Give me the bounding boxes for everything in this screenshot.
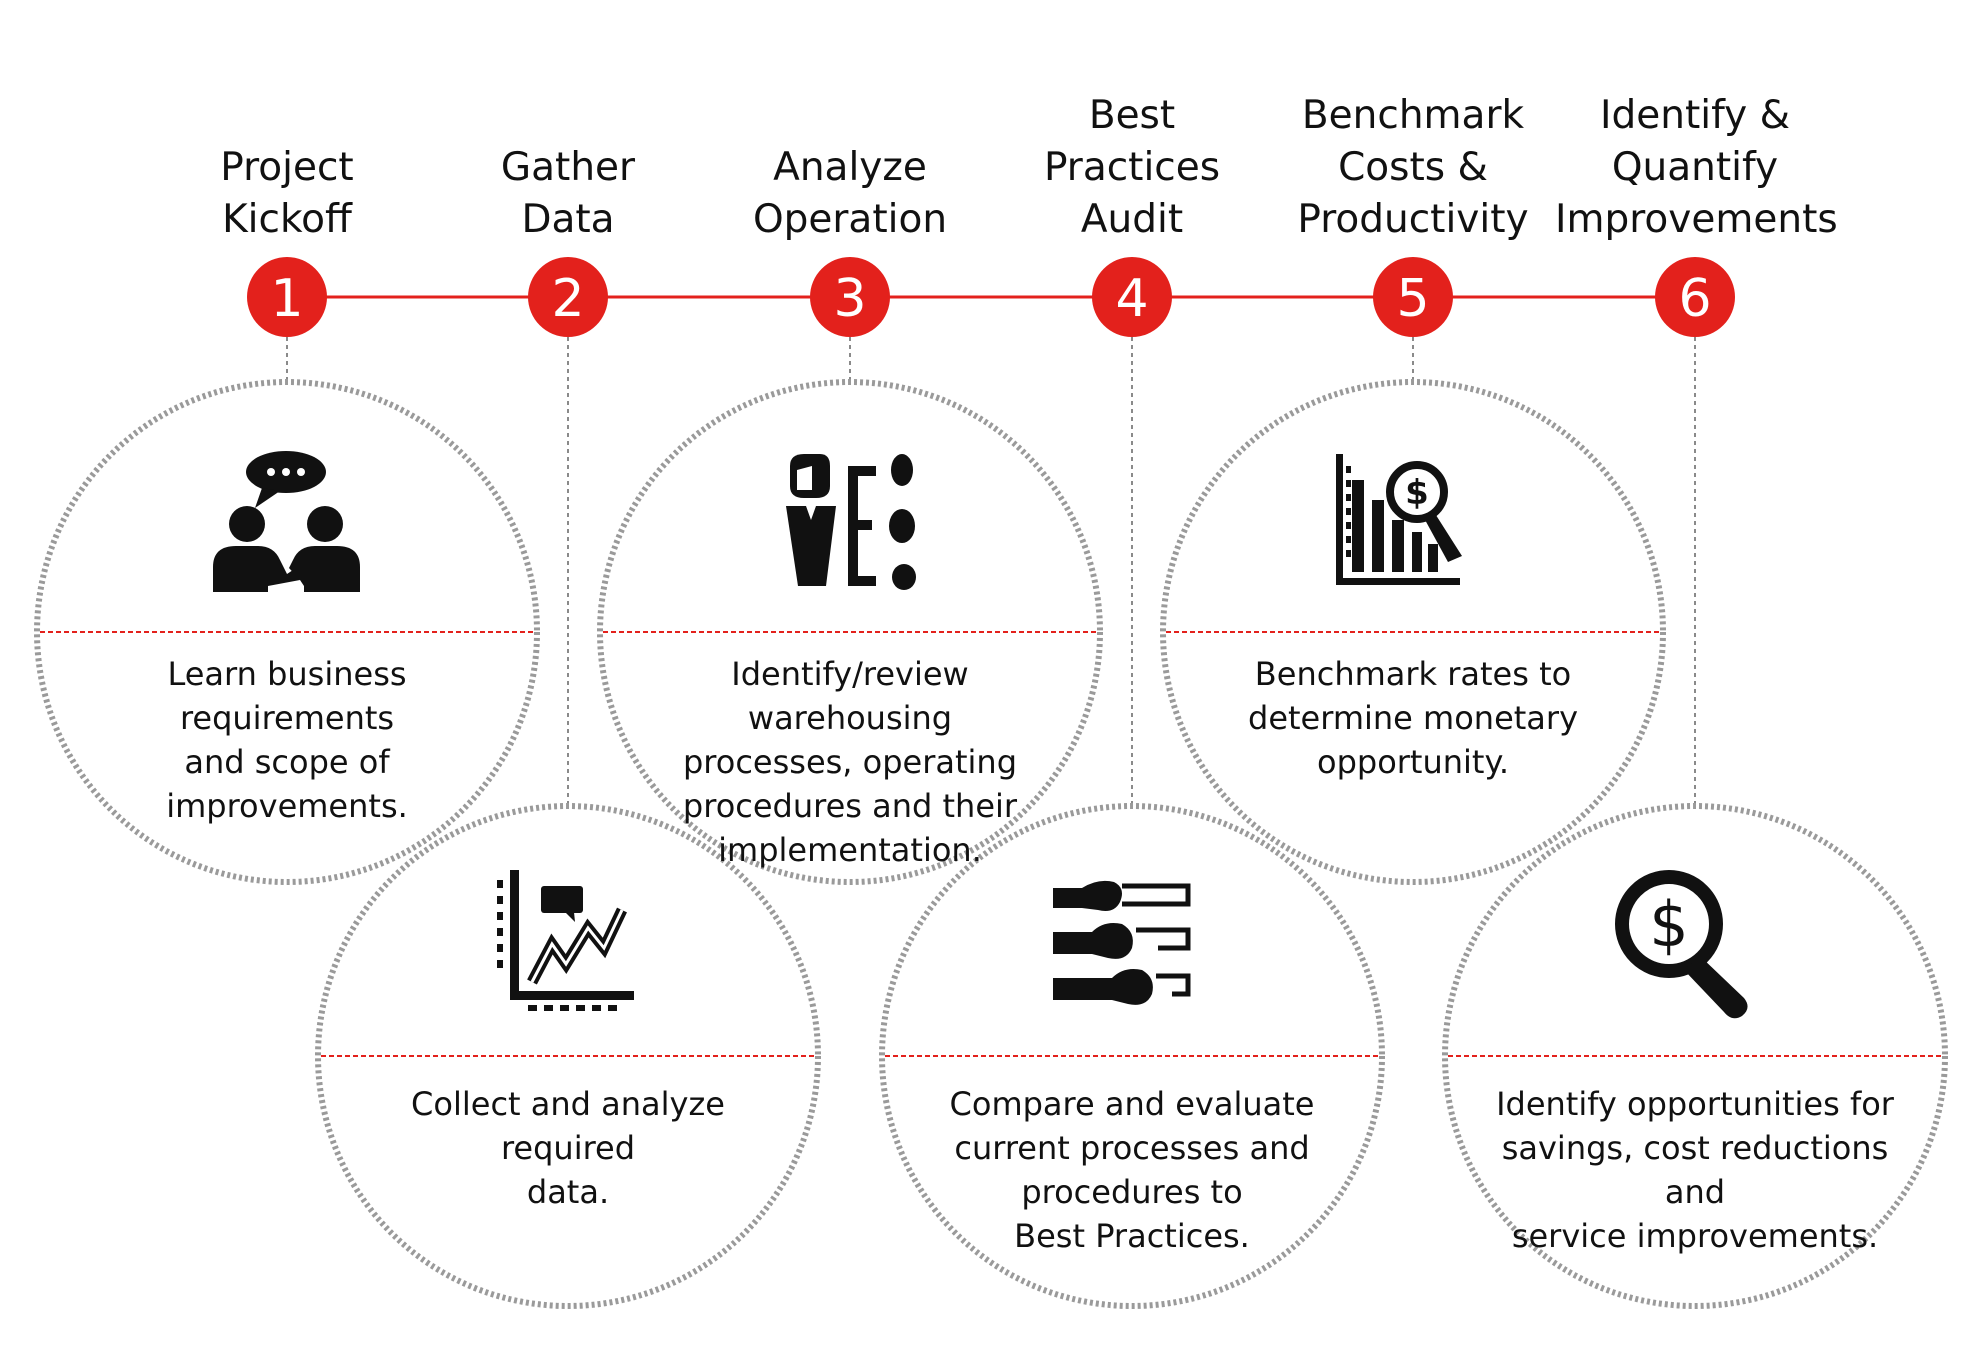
step-circle-4 [879,803,1385,1309]
step-description-6: Identify opportunities for savings, cost… [1475,1082,1915,1258]
step-number-5: 5 [1396,269,1429,329]
step-number-6: 6 [1678,269,1711,329]
step-title-1: Project Kickoff [147,142,427,246]
description-line: opportunity. [1316,743,1510,781]
description-line: service improvements. [1511,1217,1879,1255]
step-title-line: Gather [500,145,636,190]
description-line: and scope of improvements. [166,743,408,825]
step-title-line: Productivity [1297,197,1529,242]
step-description-4: Compare and evaluate current processes a… [912,1082,1352,1258]
step-badge-3: 3 [810,257,890,337]
step-badge-4: 4 [1092,257,1172,337]
step-title-line: Costs & [1338,145,1488,190]
dollar-magnifier-icon: $ [1615,870,1748,1019]
description-line: determine monetary [1248,699,1578,737]
handshake-chat-icon [213,451,360,592]
description-line: Learn business requirements [167,655,407,737]
step-description-1: Learn business requirements and scope of… [67,652,507,828]
description-line: implementation. [718,831,982,869]
step-title-line: Best [1088,93,1176,138]
data-chart-icon [497,870,634,1011]
description-line: Benchmark rates to [1254,655,1572,693]
step-circle-6 [1442,803,1948,1309]
comparison-bars-icon [1053,880,1191,1005]
step-title-line: Identify & [1599,93,1791,138]
step-badges: 1 2 3 4 5 6 [247,257,1735,337]
description-line: Compare and evaluate [949,1085,1315,1123]
step-title-3: Analyze Operation [710,142,990,246]
step-title-line: Kickoff [222,197,352,242]
step-title-4: Best Practices Audit [992,90,1272,246]
benchmark-chart-magnifier-icon: $ [1336,454,1462,585]
description-line: procedures to [1021,1173,1243,1211]
step-circles [34,379,1948,1309]
description-line: procedures and their [682,787,1018,825]
step-circle-1 [34,379,540,885]
step-title-line: Audit [1080,197,1184,242]
step-circle-3 [597,379,1103,885]
step-circle-2 [315,803,821,1309]
step-description-3: Identify/review warehousing processes, o… [630,652,1070,872]
step-badge-6: 6 [1655,257,1735,337]
svg-text:$: $ [1405,473,1429,513]
description-line: current processes and [954,1129,1310,1167]
svg-text:$: $ [1649,888,1688,961]
step-title-line: Quantify [1611,145,1779,190]
step-number-4: 4 [1115,269,1148,329]
description-line: savings, cost reductions and [1501,1129,1889,1211]
connector-lines [286,337,1696,806]
step-number-2: 2 [551,269,584,329]
description-line: Collect and analyze required [411,1085,725,1167]
step-title-line: Project [220,145,354,190]
step-title-2: Gather Data [428,142,708,246]
circle-dividers [40,631,1943,1057]
description-line: Identify/review warehousing [731,655,969,737]
description-line: processes, operating [682,743,1018,781]
step-title-5: Benchmark Costs & Productivity [1273,90,1553,246]
step-title-line: Analyze [773,145,927,190]
step-title-line: Data [521,197,615,242]
step-number-1: 1 [270,269,303,329]
step-title-6: Identify & Quantify Improvements [1555,90,1838,246]
step-circle-5 [1160,379,1666,885]
presenter-checklist-icon [786,454,916,590]
step-badge-2: 2 [528,257,608,337]
step-number-3: 3 [833,269,866,329]
step-badge-5: 5 [1373,257,1453,337]
step-title-line: Practices [1043,145,1221,190]
description-line: Best Practices. [1014,1217,1250,1255]
step-title-line: Benchmark [1301,93,1525,138]
description-line: Identify opportunities for [1496,1085,1894,1123]
step-title-line: Operation [752,197,948,242]
step-title-line: Improvements [1555,197,1838,242]
step-description-5: Benchmark rates to determine monetary op… [1193,652,1633,784]
step-description-2: Collect and analyze required data. [348,1082,788,1214]
step-badge-1: 1 [247,257,327,337]
description-line: data. [526,1173,610,1211]
